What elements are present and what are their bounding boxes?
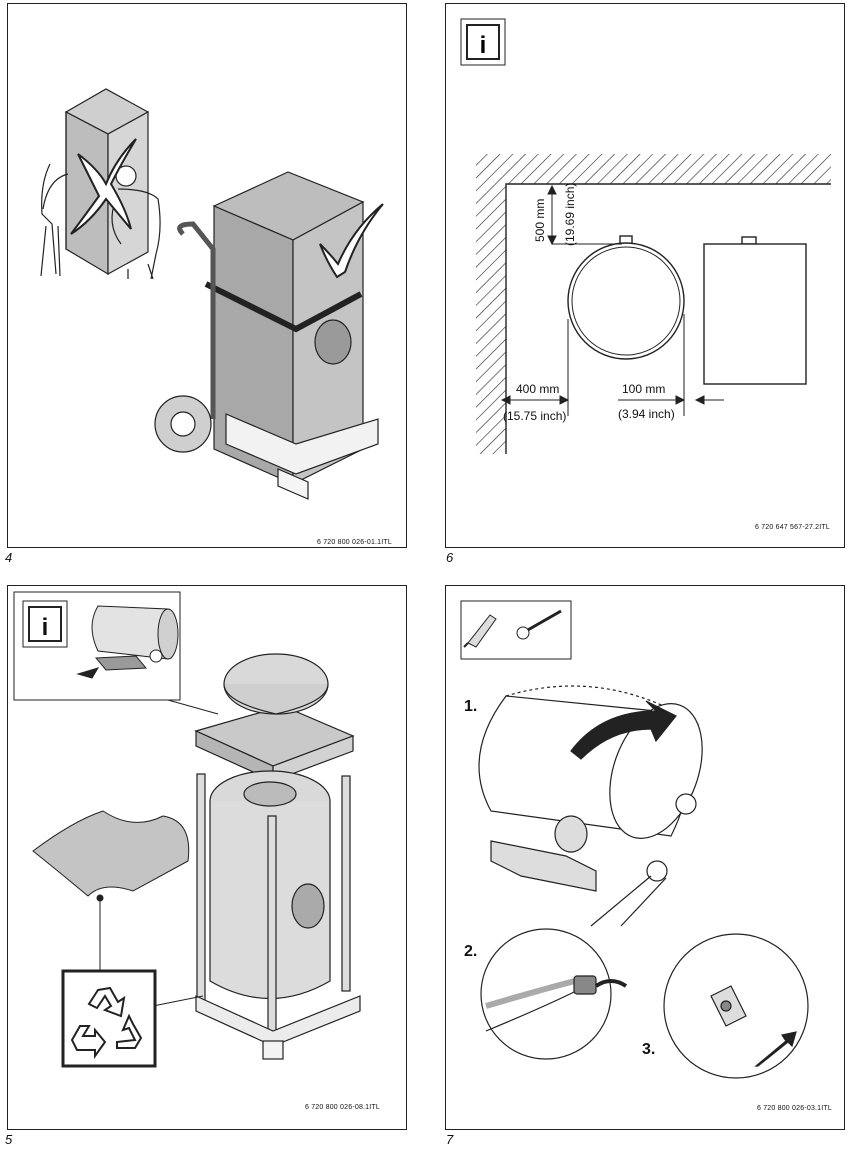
boiler-top-view <box>567 235 807 385</box>
clearance-diagram: i <box>460 18 831 454</box>
detail-circles <box>480 875 809 1079</box>
packaging-parts <box>194 653 355 782</box>
svg-text:i: i <box>42 614 49 641</box>
dim-left-inch: (15.75 inch) <box>503 409 566 423</box>
dim-vertical-inch: (19.69 inch) <box>563 183 577 246</box>
figure-code: 6 720 647 567-27.2ITL <box>754 524 830 531</box>
step-1-label: 1. <box>464 698 477 715</box>
boiler-in-frame <box>195 770 361 1060</box>
info-icon: i <box>460 18 506 66</box>
tools-box <box>460 600 572 660</box>
step-3-label: 3. <box>642 1041 655 1058</box>
figure-5-panel: i <box>7 585 407 1130</box>
info-icon: i <box>22 600 68 648</box>
step-2-label: 2. <box>464 943 477 960</box>
figure-number: 5 <box>5 1132 13 1147</box>
figure-number: 7 <box>446 1132 454 1147</box>
wrong-carry-figure <box>40 88 161 280</box>
dim-vertical-mm: 500 mm <box>533 199 547 242</box>
figure-4-panel: 6 720 800 026-01.1ITL <box>7 3 407 548</box>
dim-right-inch: (3.94 inch) <box>618 407 675 421</box>
figure-code: 6 720 800 026-03.1ITL <box>756 1105 832 1112</box>
mounting-illustration: 1. 2. 3. <box>460 600 809 1079</box>
boiler-lying <box>478 685 703 892</box>
figure-code: 6 720 800 026-01.1ITL <box>316 539 392 546</box>
figure-number: 4 <box>5 550 13 565</box>
dimension-lines <box>500 184 724 416</box>
screwdriver-icon <box>463 614 497 648</box>
inset-detail: i <box>13 591 219 715</box>
hand-truck-boiler <box>154 171 379 500</box>
transport-illustration <box>40 88 384 500</box>
protective-film <box>32 810 204 1007</box>
dim-left-mm: 400 mm <box>516 382 559 396</box>
wall-hatching <box>476 154 831 454</box>
unpacking-illustration: i <box>13 591 361 1068</box>
figure-7-panel: 1. 2. 3. 6 720 800 026-0 <box>445 585 845 1130</box>
svg-text:i: i <box>480 32 487 59</box>
dim-right-mm: 100 mm <box>622 382 665 396</box>
cross-mark-icon <box>70 138 137 235</box>
check-mark-icon <box>319 203 384 279</box>
figure-code: 6 720 800 026-08.1ITL <box>304 1104 380 1111</box>
recycle-icon <box>61 969 157 1068</box>
figure-6-panel: i <box>445 3 845 548</box>
figure-number: 6 <box>446 550 454 565</box>
wrench-icon <box>516 609 562 640</box>
